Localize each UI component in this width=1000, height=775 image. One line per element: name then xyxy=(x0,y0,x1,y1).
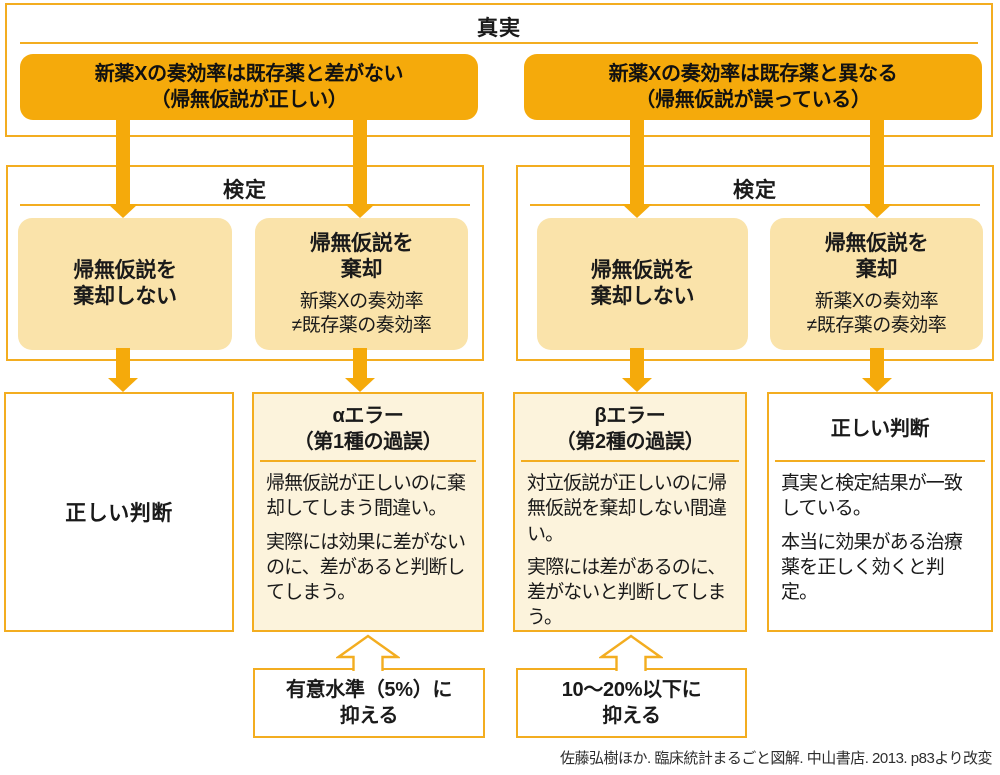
down-arrow xyxy=(862,119,892,218)
arrow-stem xyxy=(870,348,884,379)
arrow-stem xyxy=(630,119,644,205)
decision-line: 帰無仮説を xyxy=(824,231,929,255)
result-paragraph: 実際には差があるのに、差がないと判断してしまう。 xyxy=(527,556,726,629)
control-line: 有意水準（5%）に xyxy=(285,679,453,701)
down-arrow xyxy=(108,348,138,392)
hypothesis-box-null-false: 新薬Xの奏効率は既存薬と異なる （帰無仮説が誤っている） xyxy=(524,54,982,120)
decision-subline: ≠既存薬の奏効率 xyxy=(291,314,432,336)
arrow-stem xyxy=(116,119,130,205)
decision-box-reject-right: 帰無仮説を 棄却 新薬Xの奏効率 ≠既存薬の奏効率 xyxy=(770,218,983,350)
decision-box-not-reject-right: 帰無仮説を 棄却しない xyxy=(537,218,748,350)
result-title-line: αエラー xyxy=(332,405,404,427)
arrow-head-icon xyxy=(862,378,892,392)
control-box-beta-level: 10～20%以下に 抑える xyxy=(516,668,747,738)
arrow-stem xyxy=(630,348,644,379)
alpha-error-title: αエラー （第1種の過誤） xyxy=(266,402,470,456)
test-divider-line xyxy=(530,204,980,206)
control-line: 抑える xyxy=(339,705,399,727)
result-paragraph: 本当に効果がある治療薬を正しく効くと判定。 xyxy=(781,531,963,604)
hypothesis-null-line2: （帰無仮説が正しい） xyxy=(150,89,348,111)
hypothesis-box-null-true: 新薬Xの奏効率は既存薬と差がない （帰無仮説が正しい） xyxy=(20,54,478,120)
down-arrow xyxy=(622,119,652,218)
correct-judgement-title: 正しい判断 xyxy=(781,402,979,456)
result-title-line: （第1種の過誤） xyxy=(293,431,443,453)
decision-box-not-reject-left: 帰無仮説を 棄却しない xyxy=(18,218,232,350)
control-line: 10～20%以下に xyxy=(561,679,702,701)
beta-error-description: 対立仮説が正しいのに帰無仮説を棄却しない間違い。 実際には差があるのに、差がない… xyxy=(527,471,733,631)
arrow-stem xyxy=(116,348,130,379)
hypothesis-alt-line1: 新薬Xの奏効率は既存薬と異なる xyxy=(608,63,898,85)
arrow-stem xyxy=(353,348,367,379)
result-box-alpha-error: αエラー （第1種の過誤） 帰無仮説が正しいのに棄却してしまう間違い。 実際には… xyxy=(252,392,484,632)
result-divider-line xyxy=(775,460,985,462)
up-arrow-icon xyxy=(336,634,400,671)
result-box-correct-right: 正しい判断 真実と検定結果が一致している。 本当に効果がある治療薬を正しく効くと… xyxy=(767,392,993,632)
decision-subline: 新薬Xの奏効率 xyxy=(814,291,939,312)
test-title-left: 検定 xyxy=(223,179,267,202)
result-title-line: 正しい判断 xyxy=(830,418,930,440)
decision-line: 棄却しない xyxy=(590,285,695,308)
up-arrow-icon xyxy=(599,634,663,671)
down-arrow xyxy=(345,119,375,218)
truth-divider-line xyxy=(20,42,978,44)
result-title-line: （第2種の過誤） xyxy=(555,431,705,453)
decision-line: 棄却しない xyxy=(73,285,177,308)
test-divider-line xyxy=(20,204,470,206)
alpha-error-description: 帰無仮説が正しいのに棄却してしまう間違い。 実際には効果に差がないのに、差がある… xyxy=(266,471,470,605)
arrow-head-icon xyxy=(108,378,138,392)
decision-line: 帰無仮説を xyxy=(590,258,695,282)
arrow-head-icon xyxy=(622,378,652,392)
control-box-significance-level: 有意水準（5%）に 抑える xyxy=(253,668,485,738)
result-paragraph: 実際には効果に差がないのに、差があると判断してしまう。 xyxy=(266,531,466,604)
decision-line: 帰無仮説を xyxy=(309,231,414,255)
down-arrow xyxy=(862,348,892,392)
decision-line: 棄却 xyxy=(340,257,383,281)
arrow-head-icon xyxy=(108,204,138,218)
result-paragraph: 真実と検定結果が一致している。 xyxy=(781,473,963,520)
down-arrow xyxy=(108,119,138,218)
test-title-right: 検定 xyxy=(733,179,777,202)
result-title-line: βエラー xyxy=(594,405,666,427)
hypothesis-alt-line2: （帰無仮説が誤っている） xyxy=(635,89,871,111)
hypothesis-null-line1: 新薬Xの奏効率は既存薬と差がない xyxy=(94,63,404,85)
result-divider-line xyxy=(521,460,739,462)
result-box-correct-left: 正しい判断 xyxy=(4,392,234,632)
truth-title: 真実 xyxy=(477,17,521,40)
arrow-stem xyxy=(353,119,367,205)
result-title: 正しい判断 xyxy=(65,502,173,525)
result-paragraph: 帰無仮説が正しいのに棄却してしまう間違い。 xyxy=(266,473,466,520)
decision-subline: ≠既存薬の奏効率 xyxy=(806,314,947,336)
correct-judgement-description: 真実と検定結果が一致している。 本当に効果がある治療薬を正しく効くと判定。 xyxy=(781,471,979,605)
result-paragraph: 対立仮説が正しいのに帰無仮説を棄却しない間違い。 xyxy=(527,473,727,545)
down-arrow xyxy=(622,348,652,392)
arrow-head-icon xyxy=(345,378,375,392)
decision-subline: 新薬Xの奏効率 xyxy=(299,291,424,312)
control-line: 抑える xyxy=(602,705,661,727)
decision-box-reject-left: 帰無仮説を 棄却 新薬Xの奏効率 ≠既存薬の奏効率 xyxy=(255,218,468,350)
decision-line: 棄却 xyxy=(855,257,898,281)
decision-line: 帰無仮説を xyxy=(73,258,177,282)
arrow-head-icon xyxy=(345,204,375,218)
arrow-head-icon xyxy=(622,204,652,218)
arrow-head-icon xyxy=(862,204,892,218)
source-citation: 佐藤弘樹ほか. 臨床統計まるごと図解. 中山書店. 2013. p83より改変 xyxy=(560,750,992,767)
result-divider-line xyxy=(260,460,476,462)
result-box-beta-error: βエラー （第2種の過誤） 対立仮説が正しいのに帰無仮説を棄却しない間違い。 実… xyxy=(513,392,747,632)
down-arrow xyxy=(345,348,375,392)
beta-error-title: βエラー （第2種の過誤） xyxy=(527,402,733,456)
arrow-stem xyxy=(870,119,884,205)
